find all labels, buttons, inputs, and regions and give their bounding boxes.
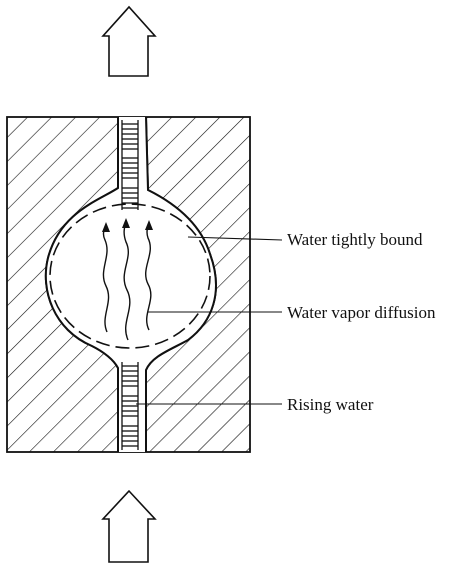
upward-arrow-top-icon [101, 5, 157, 77]
upper-channel-water [121, 120, 139, 210]
label-rising-water: Rising water [287, 395, 374, 414]
label-water-tightly-bound: Water tightly bound [287, 230, 423, 249]
vapor-diffusion-lines [102, 221, 152, 341]
lower-channel-water [121, 362, 139, 450]
vapor-arrowheads [102, 218, 153, 232]
leader-water-tightly-bound [187, 236, 283, 241]
bound-water-film [49, 203, 211, 349]
label-water-vapor-diffusion: Water vapor diffusion [287, 303, 436, 322]
upward-arrow-bottom-icon [101, 489, 157, 563]
